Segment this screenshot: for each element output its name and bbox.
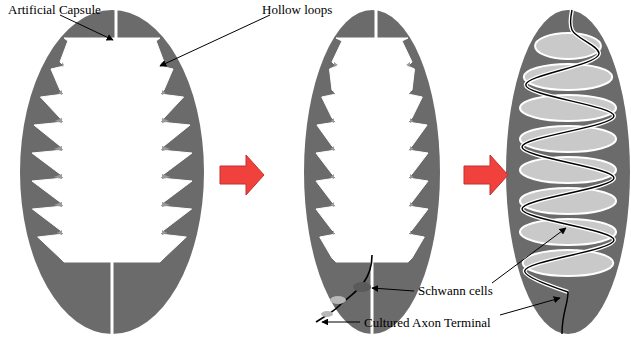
axon: [316, 255, 372, 322]
loop-fold: [57, 230, 62, 235]
loop-fold: [162, 146, 170, 151]
leader-arrow: [492, 228, 566, 283]
capsule-slit: [375, 10, 378, 40]
schwann-cell: [321, 311, 333, 317]
loop-fold: [330, 202, 334, 207]
leader-arrow: [322, 322, 360, 323]
loop-fold: [162, 118, 169, 123]
loop-fold: [330, 146, 334, 151]
label-text: Artificial Capsule: [8, 2, 101, 17]
leader-arrow: [372, 288, 414, 291]
loop-fold: [333, 90, 334, 95]
loop-fold: [55, 118, 62, 123]
loop-fold: [410, 230, 412, 235]
loop-fold: [162, 230, 167, 235]
loop-fold: [332, 230, 334, 235]
leader-arrow: [500, 298, 560, 315]
hollow-loops: [316, 38, 428, 262]
loop-fold: [410, 202, 414, 207]
loop-fold: [58, 90, 62, 95]
loop-fold: [54, 202, 62, 207]
loop-fold: [410, 90, 411, 95]
label-text: Schwann cells: [418, 283, 493, 298]
schwann-cell: [353, 282, 371, 292]
step-arrow: [220, 155, 264, 195]
loop-fold: [54, 174, 62, 179]
schwann-cell: [330, 296, 346, 304]
capsule-slit: [115, 10, 118, 40]
loop-fold: [334, 62, 338, 67]
loop-fold: [331, 118, 334, 123]
loop-fold: [410, 174, 414, 179]
loop-fold: [62, 62, 64, 67]
capsule-slit: [111, 262, 114, 334]
label-text: Hollow loops: [262, 2, 332, 17]
leader-arrow: [160, 15, 270, 66]
axon: [522, 10, 614, 292]
leader-arrow: [60, 15, 113, 40]
loop-fold: [406, 62, 410, 67]
loop-fold: [410, 118, 413, 123]
loop-fold: [54, 146, 62, 151]
loop-fold: [330, 174, 334, 179]
hollow-loops: [32, 38, 192, 262]
loop-fold: [162, 202, 170, 207]
loop-fold: [162, 90, 166, 95]
axon: [562, 292, 568, 334]
axon-sheath: [522, 10, 614, 292]
step-arrow: [464, 155, 508, 195]
loop-fold: [162, 174, 170, 179]
loop-fold: [410, 146, 414, 151]
artificial-capsule: [506, 10, 630, 334]
label-text: Cultured Axon Terminal: [364, 315, 491, 330]
